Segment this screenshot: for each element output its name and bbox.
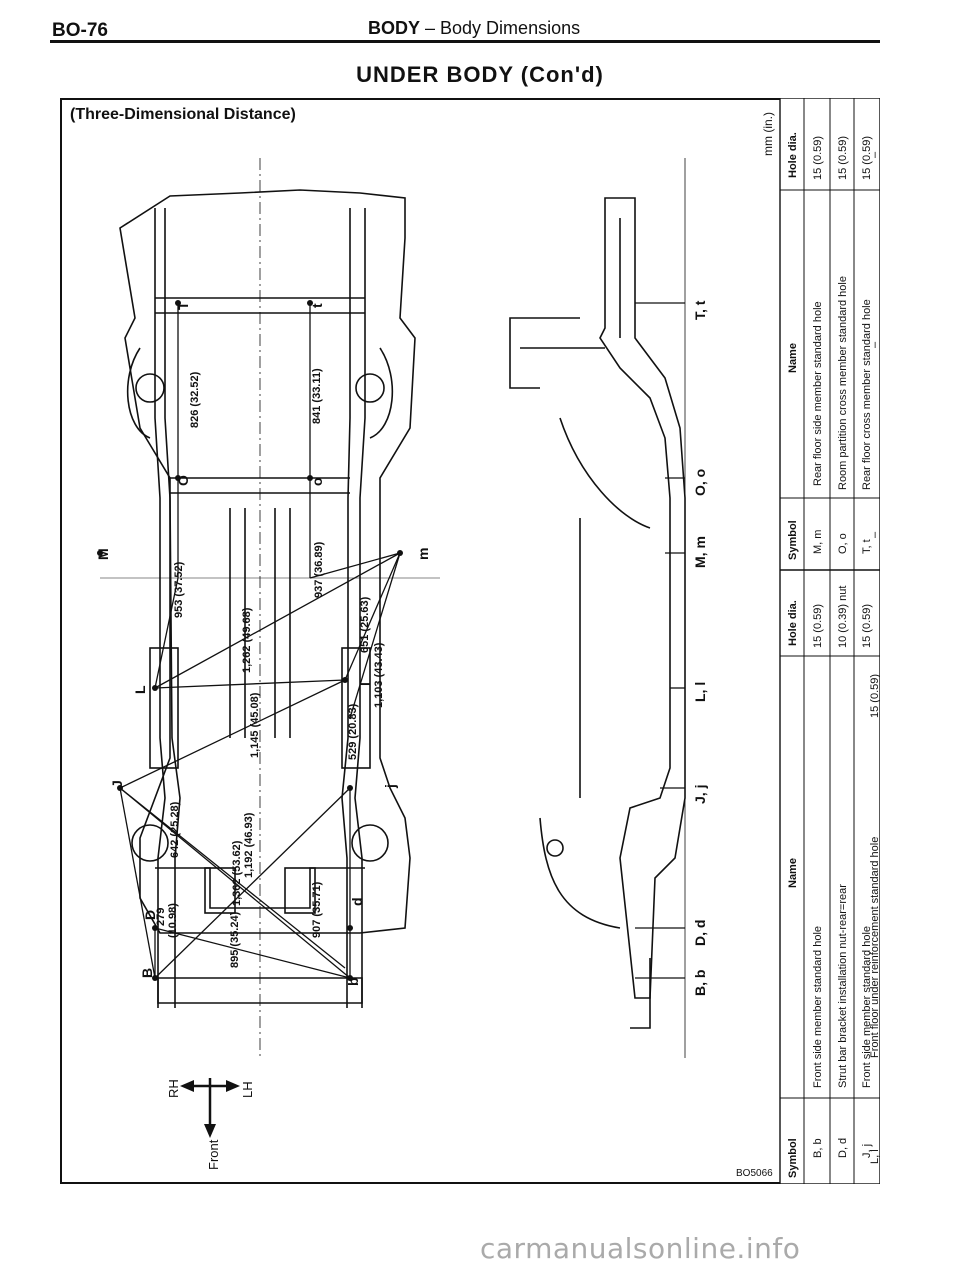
point-o xyxy=(307,475,313,481)
dim-651: 651 (25.63) xyxy=(359,596,371,653)
label-o: o xyxy=(309,477,325,486)
dim-937: 937 (36.89) xyxy=(313,541,325,598)
dim-953: 953 (37.52) xyxy=(173,561,185,618)
point-D xyxy=(152,925,158,931)
left-row1-hole: 15 (0.59) xyxy=(812,604,824,648)
label-t: t xyxy=(309,303,325,308)
units-note: mm (in.) xyxy=(761,112,775,156)
label-b: b xyxy=(345,977,361,986)
dim-1145: 1,145 (45.08) xyxy=(249,692,261,758)
dim-529: 529 (20.83) xyxy=(347,703,359,760)
watermark: carmanualsonline.info xyxy=(480,1232,801,1265)
header-rule xyxy=(50,40,880,43)
dim-1262: 1,262 (49.68) xyxy=(241,607,253,673)
dim-907: 907 (35.71) xyxy=(311,881,323,938)
label-L: L xyxy=(132,685,148,694)
orientation-lh: LH xyxy=(240,1081,255,1098)
page-number: BO-76 xyxy=(52,20,108,41)
dim-1103: 1,103 (43.43) xyxy=(373,642,385,708)
dim-279: 279 xyxy=(155,908,167,926)
dim-841: 841 (33.11) xyxy=(311,368,323,424)
page-title: UNDER BODY (Con'd) xyxy=(356,62,604,87)
point-J xyxy=(117,785,123,791)
label-B: B xyxy=(139,968,155,978)
point-t xyxy=(307,300,313,306)
dim-895: 895 (35.24) xyxy=(229,911,241,968)
side-label-ll: L, l xyxy=(692,682,708,702)
right-row2-hole: 15 (0.59) xyxy=(837,136,849,180)
label-l: l xyxy=(357,682,373,686)
label-j: j xyxy=(382,784,398,789)
point-l xyxy=(342,677,348,683)
left-header-name: Name xyxy=(787,858,799,888)
right-row2-name: Room partition cross member standard hol… xyxy=(837,276,849,490)
page-header: BO-76 BODY – Body Dimensions xyxy=(0,0,960,60)
orientation-indicator: Front RH LH xyxy=(166,1078,255,1170)
right-header-hole: Hole dia. xyxy=(787,132,799,178)
side-view-outline xyxy=(509,197,686,1029)
side-label-mm: M, m xyxy=(692,536,708,568)
side-label-tt: T, t xyxy=(692,300,708,320)
dim-642: 642 (25.28) xyxy=(169,801,181,858)
dim-826: 826 (32.52) xyxy=(189,371,201,428)
right-row2-symbol: O, o xyxy=(837,533,849,554)
side-view-leaders xyxy=(635,302,685,979)
label-J: J xyxy=(109,780,125,788)
point-T xyxy=(175,300,181,306)
left-row1-symbol: B, b xyxy=(812,1138,824,1158)
left-row2-name: Strut bar bracket installation nut-rear=… xyxy=(837,884,849,1088)
label-D: D xyxy=(142,910,158,920)
table-grid xyxy=(780,98,880,1184)
figure-subtitle: (Three-Dimensional Distance) xyxy=(70,106,296,123)
left-row1-name: Front side member standard hole xyxy=(812,926,824,1088)
underbody-drawing: T t O o M m L l J j D d B b 826 (32.52) … xyxy=(95,98,880,1184)
point-M xyxy=(97,550,103,556)
side-label-bb: B, b xyxy=(692,970,708,996)
right-header-name: Name xyxy=(787,343,799,373)
point-m xyxy=(397,550,403,556)
point-b xyxy=(347,975,353,981)
right-row1-hole: 15 (0.59) xyxy=(812,136,824,180)
top-view-outline xyxy=(119,189,416,1008)
section-name: BODY xyxy=(368,18,421,38)
left-row2-hole: 10 (0.39) nut xyxy=(837,586,849,648)
symbol-tables: Hole dia. Name Symbol 15 (0.59) Rear flo… xyxy=(779,98,880,1184)
right-row3-name: Rear floor cross member standard hole xyxy=(861,299,873,490)
section-title: BODY – Body Dimensions xyxy=(368,18,580,39)
label-T: T xyxy=(175,301,191,310)
side-label-oo: O, o xyxy=(692,469,708,496)
measurement-points xyxy=(97,300,403,981)
right-row1-name: Rear floor side member standard hole xyxy=(812,301,824,486)
left-row3-symbol: J, j xyxy=(861,1144,873,1158)
dim-1362: 1,362 (53.62) xyxy=(231,840,243,906)
right-row3-symbol: T, t xyxy=(861,539,873,554)
point-B xyxy=(152,975,158,981)
section-separator: – xyxy=(420,18,441,38)
dim-1192: 1,192 (46.93) xyxy=(243,812,255,878)
right-header-symbol: Symbol xyxy=(787,520,799,560)
left-header-hole: Hole dia. xyxy=(787,600,799,646)
point-L xyxy=(152,685,158,691)
image-code: BO5066 xyxy=(736,1168,773,1179)
side-label-dd: D, d xyxy=(692,920,708,946)
orientation-rh: RH xyxy=(166,1079,181,1098)
left-header-symbol: Symbol xyxy=(787,1138,799,1178)
subsection-name: Body Dimensions xyxy=(440,18,581,38)
point-O xyxy=(175,475,181,481)
label-m: m xyxy=(415,548,431,560)
dim-279-in: (10.98) xyxy=(167,903,179,938)
right-row1-symbol: M, m xyxy=(812,530,824,554)
side-label-jj: J, j xyxy=(692,785,708,804)
orientation-front: Front xyxy=(206,1139,221,1170)
left-row2-symbol: D, d xyxy=(837,1138,849,1158)
point-d xyxy=(347,925,353,931)
left-row3-hole: 15 (0.59) xyxy=(861,604,873,648)
point-j xyxy=(347,785,353,791)
label-O: O xyxy=(175,475,191,486)
label-d: d xyxy=(349,897,365,906)
right-row3-hole: 15 (0.59) xyxy=(861,136,873,180)
label-M: M xyxy=(95,548,111,560)
left-row3-name: Front side member standard hole xyxy=(861,926,873,1088)
measurement-lines xyxy=(119,303,401,979)
